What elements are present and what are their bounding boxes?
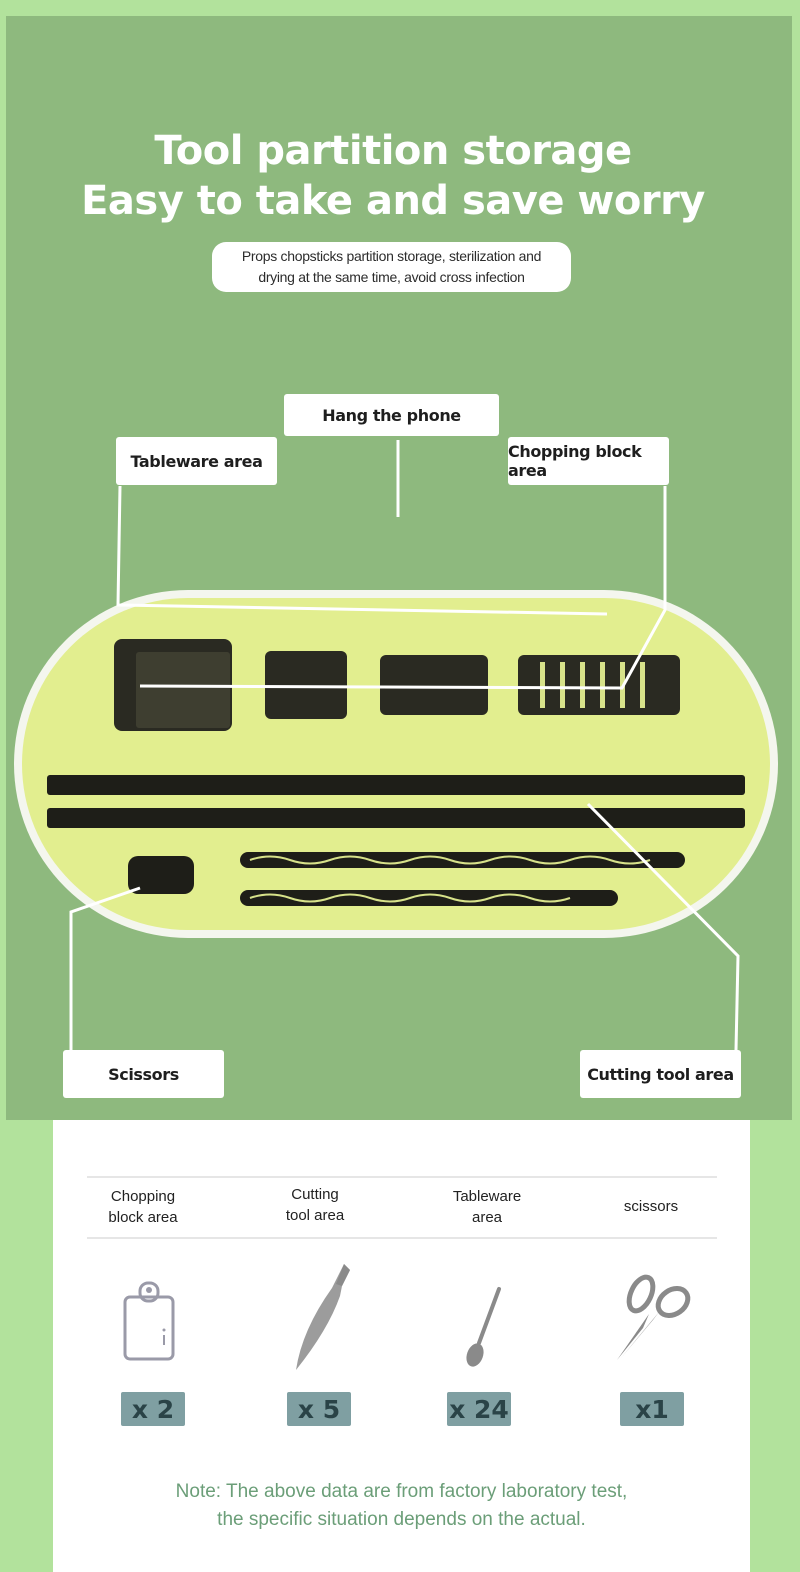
cutting-tool-area-label: Cutting tool area: [580, 1050, 741, 1098]
column-header-line-2: block area: [108, 1209, 178, 1226]
scissors-label: Scissors: [63, 1050, 224, 1098]
column-header-line-1: scissors: [623, 1198, 679, 1215]
column-header-chopping-block: Chopping block area: [68, 1186, 218, 1228]
scissors-slot: [128, 856, 194, 894]
knife-slot-2-wave: [249, 893, 571, 903]
hang-phone-label: Hang the phone: [284, 394, 499, 436]
cutting-board-icon: [123, 1281, 175, 1361]
subtitle-pill: Props chopsticks partition storage, ster…: [212, 242, 571, 292]
chopping-block-slot: [518, 655, 680, 715]
quantity-badge: x 5: [287, 1392, 351, 1426]
column-header-line-1: Chopping: [110, 1188, 176, 1205]
footnote-line-2: the specific situation depends on the ac…: [217, 1509, 586, 1530]
knife-icon: [296, 1264, 350, 1370]
tableware-slot-2: [265, 651, 347, 719]
knife-slot-2: [240, 890, 618, 906]
column-header-line-2: area: [471, 1209, 503, 1226]
quantity-badge: x 2: [121, 1392, 185, 1426]
column-header-tableware: Tableware area: [412, 1186, 562, 1228]
long-slot-1: [47, 775, 745, 795]
subtitle-line-1: Props chopsticks partition storage, ster…: [241, 248, 542, 264]
knife-slot-1: [240, 852, 685, 868]
footnote: Note: The above data are from factory la…: [53, 1478, 750, 1534]
page-title: Tool partition storage Easy to take and …: [0, 126, 786, 226]
knife-slot-1-wave: [249, 855, 651, 865]
chopping-block-area-label: Chopping block area: [508, 437, 669, 485]
quantity-badge: x1: [620, 1392, 684, 1426]
column-header-scissors: scissors: [576, 1196, 726, 1217]
column-header-line-1: Cutting: [291, 1186, 339, 1203]
long-slot-2: [47, 808, 745, 828]
capacity-table: Chopping block area Cutting tool area Ta…: [53, 1120, 750, 1572]
column-header-line-1: Tableware: [452, 1188, 522, 1205]
column-header-cutting-tool: Cutting tool area: [240, 1184, 390, 1226]
tableware-area-label: Tableware area: [116, 437, 277, 485]
knife-holder-illustration: [14, 440, 778, 1051]
column-header-line-2: tool area: [285, 1207, 345, 1224]
footnote-line-1: Note: The above data are from factory la…: [175, 1481, 628, 1502]
title-line-1: Tool partition storage: [154, 128, 632, 174]
subtitle-line-2: drying at the same time, avoid cross inf…: [258, 269, 525, 285]
quantity-badge: x 24: [447, 1392, 511, 1426]
table-header-divider: [87, 1237, 717, 1239]
table-top-divider: [87, 1176, 717, 1178]
scissors-icon: [617, 1274, 691, 1360]
callout-lines: [69, 440, 740, 1051]
tableware-slot-3: [380, 655, 488, 715]
tableware-slot-inner: [136, 652, 230, 728]
spoon-icon: [466, 1287, 501, 1367]
title-line-2: Easy to take and save worry: [81, 178, 705, 224]
